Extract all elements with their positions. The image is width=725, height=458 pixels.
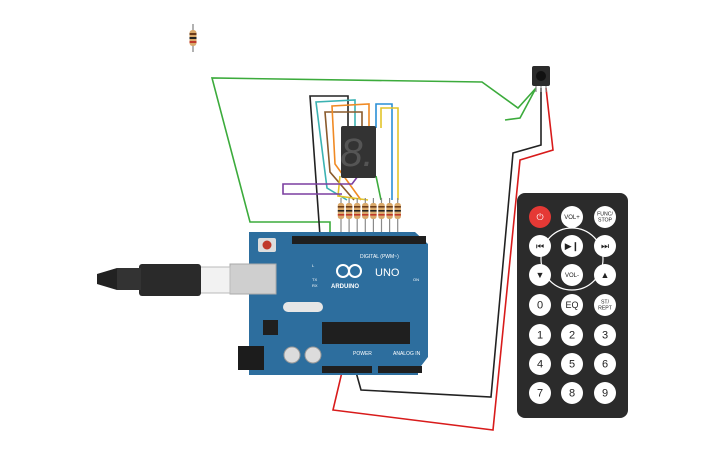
digital-header-label: DIGITAL (PWM~) [360, 254, 399, 260]
capacitor-2 [304, 346, 322, 364]
digit-4-button-label: 4 [537, 359, 543, 371]
digit-9-button-label: 9 [602, 388, 608, 400]
wire-green[interactable] [210, 77, 537, 236]
resistor-6[interactable] [378, 198, 385, 238]
play-pause-button[interactable]: ▶❙ [561, 235, 583, 257]
eq-button[interactable]: EQ [561, 294, 583, 316]
arduino-logo-icon [336, 264, 362, 278]
digit-1-button-label: 1 [537, 330, 543, 342]
digit-8-button-label: 8 [569, 388, 575, 400]
segment-wires[interactable] [282, 95, 399, 237]
tx-label: TX [312, 277, 317, 282]
usb-port[interactable] [229, 263, 277, 295]
eq-button-label: EQ [565, 300, 578, 310]
prev-button[interactable]: ⏮ [529, 235, 551, 257]
resistor-7[interactable] [386, 198, 393, 238]
analog-header[interactable] [378, 366, 422, 373]
power-jack[interactable] [238, 346, 264, 370]
segment-digit: 8. [340, 131, 373, 175]
digit-8-button[interactable]: 8 [561, 382, 583, 404]
rx-label: RX [312, 283, 318, 288]
digit-5-button-label: 5 [569, 359, 575, 371]
st-rept-button-label: REPT [598, 306, 613, 312]
down-button[interactable]: ▼ [529, 264, 551, 286]
digit-3-button[interactable]: 3 [594, 324, 616, 346]
func-stop-button[interactable]: FUNC/STOP [594, 206, 616, 228]
digit-6-button[interactable]: 6 [594, 353, 616, 375]
digit-0-button-label: 0 [537, 300, 543, 312]
resistor-3[interactable] [354, 198, 361, 238]
func-stop-button-label: FUNC/ [597, 212, 613, 218]
usb-cable[interactable] [97, 264, 231, 296]
seven-segment-display[interactable]: 8. [340, 126, 376, 178]
digital-header[interactable] [292, 236, 426, 244]
digit-6-button-label: 6 [602, 359, 608, 371]
resistor-row[interactable] [337, 198, 401, 238]
digit-5-button[interactable]: 5 [561, 353, 583, 375]
power-header[interactable] [322, 366, 372, 373]
st-rept-button[interactable]: ST/REPT [594, 294, 616, 316]
power-button-label: ⏻ [536, 212, 543, 222]
resistor-8[interactable] [394, 198, 401, 238]
prev-button-label: ⏮ [536, 241, 544, 251]
next-button[interactable]: ⏭ [594, 235, 616, 257]
up-button[interactable]: ▲ [594, 264, 616, 286]
on-label: ON [413, 277, 419, 282]
digit-7-button-label: 7 [537, 388, 543, 400]
down-button-label: ▼ [536, 270, 545, 280]
vol-down-button[interactable]: VOL- [561, 264, 583, 286]
digit-2-button[interactable]: 2 [561, 324, 583, 346]
digit-3-button-label: 3 [602, 330, 608, 342]
resistor-4[interactable] [362, 198, 369, 238]
resistor-5[interactable] [370, 198, 377, 238]
vol-up-button-label: VOL+ [564, 215, 580, 221]
play-pause-button-label: ▶❙ [565, 241, 579, 252]
func-stop-button-label: STOP [598, 218, 613, 224]
analog-label: ANALOG IN [393, 351, 421, 357]
next-button-label: ⏭ [601, 241, 609, 251]
resistor-1[interactable] [337, 198, 345, 238]
wire-red[interactable] [332, 87, 554, 431]
ir-remote[interactable]: ⏻ VOL+ FUNC/STOP ⏮ ▶❙ ⏭ ▼ VOL- ▲ 0 EQ ST/REPT 1 2 3 4 5 6… [517, 193, 628, 418]
power-button[interactable]: ⏻ [529, 206, 551, 228]
usb-chip [263, 320, 278, 335]
wire-black[interactable] [355, 88, 542, 398]
arduino-brand-label: ARDUINO [331, 284, 359, 290]
digit-4-button[interactable]: 4 [529, 353, 551, 375]
vol-up-button[interactable]: VOL+ [561, 206, 583, 228]
digit-0-button[interactable]: 0 [529, 294, 551, 316]
atmega-chip [322, 322, 410, 344]
resistor-2[interactable] [345, 198, 353, 238]
capacitor-1 [283, 346, 301, 364]
ir-receiver[interactable] [532, 66, 550, 92]
vol-down-button-label: VOL- [565, 273, 579, 279]
digit-2-button-label: 2 [569, 330, 575, 342]
up-button-label: ▲ [601, 270, 610, 280]
st-rept-button-label: ST/ [601, 300, 610, 306]
digit-7-button[interactable]: 7 [529, 382, 551, 404]
arduino-uno-board[interactable]: UNO ARDUINO DIGITAL (PWM~) TX RX L ON PO… [229, 232, 428, 375]
loose-resistor[interactable] [189, 24, 197, 52]
l-label: L [312, 263, 315, 268]
digit-9-button[interactable]: 9 [594, 382, 616, 404]
digit-1-button[interactable]: 1 [529, 324, 551, 346]
power-label: POWER [353, 351, 372, 357]
crystal [283, 302, 323, 312]
arduino-model-label: UNO [375, 267, 400, 279]
